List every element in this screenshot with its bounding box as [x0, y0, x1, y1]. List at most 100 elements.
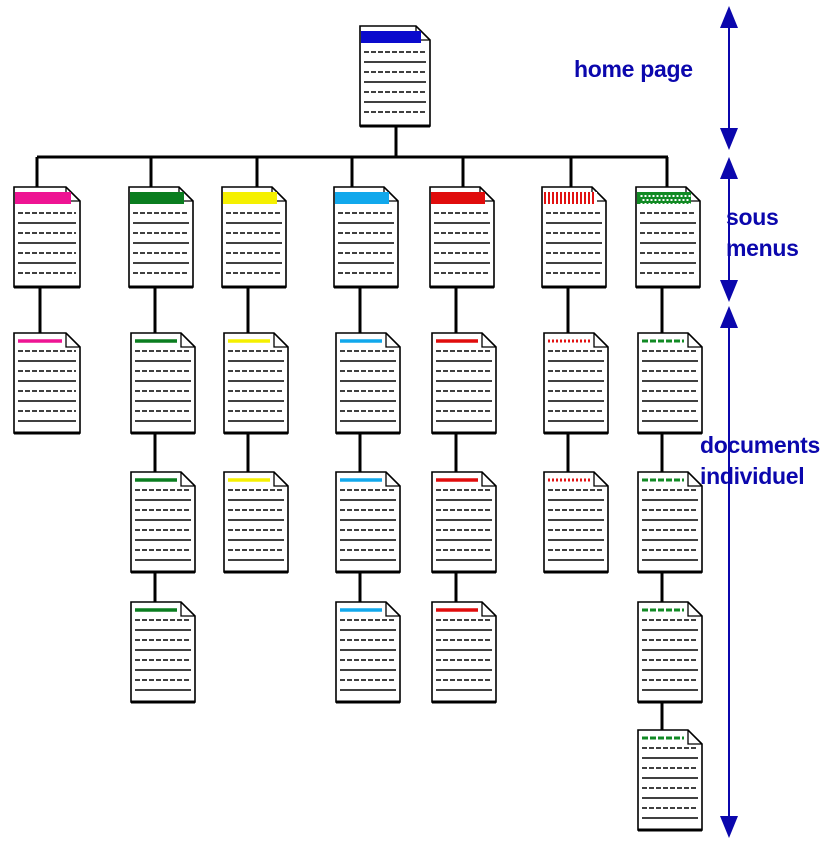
home-page-document [359, 25, 431, 128]
page-outline [359, 25, 431, 127]
page-outline [429, 186, 495, 288]
individual-document [130, 471, 196, 574]
page-outline [637, 332, 703, 434]
page-fold [385, 472, 400, 487]
tab-fill [223, 192, 277, 204]
tab-dot [662, 199, 665, 201]
tab-dot [674, 199, 677, 201]
tab-stripe [556, 192, 558, 204]
tab-dot [652, 195, 655, 197]
individual-document [637, 332, 703, 435]
page-fold [180, 333, 195, 348]
individual-document [130, 601, 196, 704]
tab-stripe [548, 192, 550, 204]
tab-dot [684, 195, 687, 197]
home-page-label: home page [574, 56, 693, 82]
page-outline [13, 186, 81, 288]
individual-document [431, 332, 497, 435]
page-fold [687, 472, 702, 487]
documents-label-line1: documents [700, 432, 820, 458]
page-outline [223, 332, 289, 434]
tab-dot [640, 203, 643, 205]
sub-menus-range-arrow [720, 157, 738, 302]
tab-dot [676, 195, 679, 197]
page-fold [180, 472, 195, 487]
page-outline [637, 729, 703, 831]
tab-dot [660, 203, 663, 205]
page-fold [593, 472, 608, 487]
sub-menus-label: sous menus [726, 202, 799, 264]
page-outline [543, 332, 609, 434]
page-outline [431, 471, 497, 573]
sub-menu-document [333, 186, 399, 289]
tab-stripe [576, 192, 578, 204]
page-fold [481, 333, 496, 348]
page-outline [333, 186, 399, 288]
page-fold [180, 602, 195, 617]
page-fold [687, 333, 702, 348]
page-outline [130, 601, 196, 703]
individual-document [637, 601, 703, 704]
individual-document [431, 601, 497, 704]
tab-stripe [560, 192, 562, 204]
individual-document [223, 332, 289, 435]
individual-document [223, 471, 289, 574]
page-fold [481, 602, 496, 617]
documents-range-arrow [720, 306, 738, 838]
page-outline [223, 471, 289, 573]
tab-dot [672, 203, 675, 205]
sub-menus-label-line1: sous [726, 204, 779, 230]
tab-stripe [588, 192, 590, 204]
tab-dot [664, 195, 667, 197]
page-outline [637, 471, 703, 573]
individual-document [637, 471, 703, 574]
page-fold [481, 472, 496, 487]
sub-menu-document [128, 186, 194, 289]
tab-dot [650, 199, 653, 201]
individual-document [637, 729, 703, 832]
arrow-head-down [720, 280, 738, 302]
individual-document [130, 332, 196, 435]
page-outline [541, 186, 607, 288]
tab-dot [656, 195, 659, 197]
tab-dot [682, 199, 685, 201]
tab-dot [680, 195, 683, 197]
page-fold [385, 333, 400, 348]
page-outline [635, 186, 701, 288]
tab-dot [686, 199, 689, 201]
tab-dot [644, 203, 647, 205]
page-fold [687, 730, 702, 745]
page-fold [273, 472, 288, 487]
sub-menu-document [635, 186, 701, 289]
arrow-head-down [720, 816, 738, 838]
page-outline [335, 601, 401, 703]
tab-dot [676, 203, 679, 205]
page-fold [385, 602, 400, 617]
tab-dot [660, 195, 663, 197]
individual-document [543, 332, 609, 435]
tab-dot [684, 203, 687, 205]
tab-dot [644, 195, 647, 197]
sub-menu-document [429, 186, 495, 289]
tab-stripe [564, 192, 566, 204]
page-outline [221, 186, 287, 288]
tab-dot [648, 203, 651, 205]
sub-menu-document [221, 186, 287, 289]
arrow-head-up [720, 6, 738, 28]
documents-label-line2: individuel [700, 463, 805, 489]
arrow-head-down [720, 128, 738, 150]
tab-dot [666, 199, 669, 201]
individual-document [13, 332, 81, 435]
page-outline [128, 186, 194, 288]
tab-stripe [584, 192, 586, 204]
page-outline [130, 471, 196, 573]
page-outline [637, 601, 703, 703]
individual-document [335, 471, 401, 574]
page-outline [13, 332, 81, 434]
tab-dot [640, 195, 643, 197]
individual-document [335, 332, 401, 435]
page-fold [65, 333, 80, 348]
tab-dot [652, 203, 655, 205]
tab-fill [431, 192, 485, 204]
